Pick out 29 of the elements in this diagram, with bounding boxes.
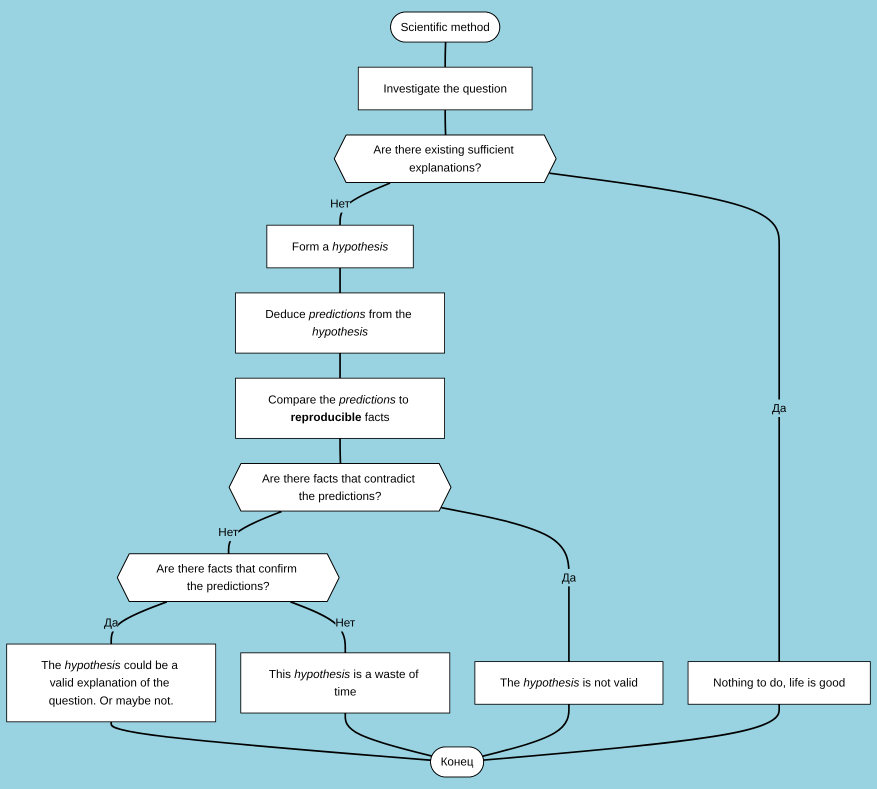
node-box: The hypothesis could be a valid explanation of the question. Or maybe not. [6,644,216,722]
connector [484,704,780,761]
edge-label: Да [772,401,786,415]
connector [441,506,570,662]
node-box: The hypothesis is not valid [474,661,664,705]
connector [482,704,570,757]
edge-label: Да [562,570,576,584]
connector [339,438,342,464]
connector [110,601,168,644]
node-box: Form a hypothesis [266,224,414,268]
node-box: Investigate the question [358,66,532,110]
connector [444,110,446,136]
connector [444,42,446,68]
edge-label: Да [104,616,118,630]
node-box: Deduce predictions from the hypothesis [235,292,445,354]
connector [228,510,282,554]
connector [110,722,432,762]
edge-label: Нет [330,196,350,210]
edge-label: Нет [218,525,238,539]
connector [339,353,341,378]
node-box: Compare the predictions to reproducible facts [235,378,445,439]
edge-label: Нет [335,616,356,630]
connector [339,182,390,226]
connector [549,172,780,662]
connector [344,713,433,757]
node-box: Nothing to do, life is good [688,661,871,705]
connector [339,268,341,293]
connector [290,601,346,653]
node-box: This hypothesis is a waste of time [240,652,450,714]
